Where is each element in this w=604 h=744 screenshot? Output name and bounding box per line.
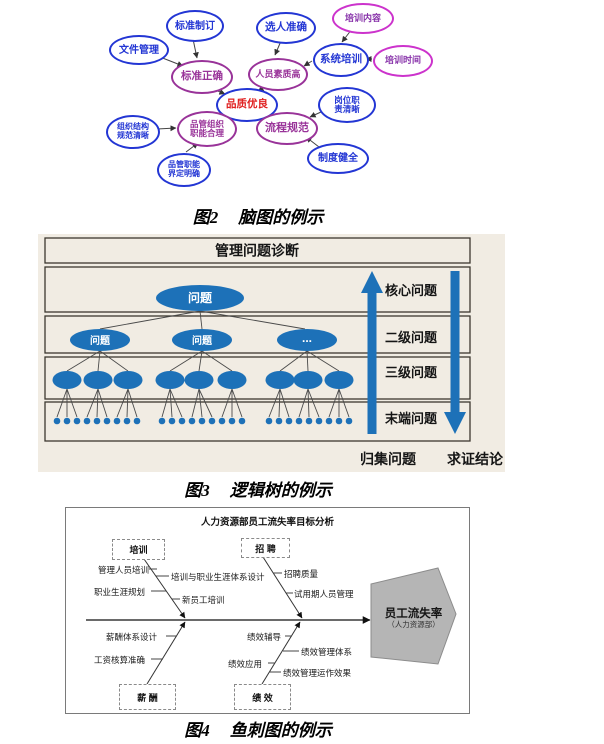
- fishbone-title: 人力资源部员工流失率目标分析: [200, 517, 334, 528]
- tree-band-level1: [44, 266, 471, 313]
- mindmap-node-file-management: 文件管理: [109, 35, 169, 65]
- figure2-caption-title: 脑图的例示: [238, 208, 324, 227]
- mindmap-node-training-time: 培训时间: [373, 45, 433, 77]
- figure4-caption-title: 鱼刺图的例示: [229, 721, 332, 740]
- mindmap-node-system-training: 系统培训: [313, 43, 369, 77]
- tree-header-title: 管理问题诊断: [215, 243, 299, 260]
- fishbone-label-probation-management: 试用期人员管理: [294, 589, 354, 599]
- tree-level2-ellipse: [70, 329, 130, 351]
- mindmap-node-training-content: 培训内容: [332, 3, 394, 34]
- result-arrow-shape: [370, 567, 457, 665]
- fishbone-figure: 人力资源部员工流失率目标分析 培训 招 聘 薪 酬 绩 效 管理人员培训 培训与…: [65, 507, 470, 714]
- tree-level2-ellipse-ellipsis: [277, 329, 337, 351]
- figure4-caption: 图4 鱼刺图的例示: [0, 716, 516, 741]
- result-arrow-main-label: 员工流失率: [384, 608, 443, 620]
- tree-level3-ellipses: [52, 371, 354, 389]
- tree-level2-ellipse: [172, 329, 232, 351]
- tree-level2-label: 问题: [90, 334, 111, 347]
- mindmap-node-standard-correct: 标准正确: [171, 60, 233, 94]
- tree-level-label-core: 核心问题: [385, 283, 438, 298]
- tree-root-ellipse: [156, 285, 244, 311]
- tree-branch-lines: [56, 310, 350, 418]
- figure3-caption-title: 逻辑树的例示: [229, 481, 332, 500]
- tree-level2-ellipsis-label: ...: [302, 331, 312, 345]
- fishbone-label-performance-coaching: 绩效辅导: [247, 632, 282, 642]
- fishbone-label-performance-operation-effect: 绩效管理运作效果: [283, 668, 352, 678]
- tree-level2-label: 问题: [192, 334, 213, 347]
- mindmap-node-standard-drafting: 标准制订: [166, 10, 224, 42]
- down-arrow: [444, 271, 466, 434]
- logic-tree-canvas: 管理问题诊断 问题 问题 问题 ... 核心问题 二级问题 三级问题 末端问题 …: [44, 237, 504, 468]
- mindmap-node-staff-quality-high: 人员素质高: [248, 58, 308, 91]
- fishbone-label-new-employee-training: 新员工培训: [182, 595, 225, 605]
- fishbone-label-performance-application: 绩效应用: [228, 659, 263, 669]
- mindmap-node-system-sound: 制度健全: [307, 143, 369, 174]
- tree-root-label: 问题: [188, 290, 213, 305]
- figure3-caption: 图3 逻辑树的例示: [0, 476, 516, 501]
- fishbone-canvas: [86, 556, 457, 685]
- category-box-recruiting: 招 聘: [241, 538, 290, 558]
- fishbone-label-career-planning: 职业生涯规划: [94, 587, 146, 597]
- fishbone-label-career-system-design: 培训与职业生涯体系设计: [171, 572, 265, 582]
- fishbone-label-performance-system: 绩效管理体系: [301, 647, 353, 657]
- mindmap-node-qc-org-function-reasonable: 品管组织 职能合理: [177, 111, 237, 147]
- figure2-caption-number: 图2: [192, 208, 219, 227]
- tree-level-label-third: 三级问题: [385, 365, 438, 380]
- mindmap-node-process-standard: 流程规范: [256, 112, 318, 145]
- figure2-caption: 图2 脑图的例示: [0, 203, 516, 228]
- category-box-salary: 薪 酬: [119, 684, 176, 710]
- tree-header-band: [44, 237, 471, 264]
- fishbone-label-payroll-accuracy: 工资核算准确: [94, 655, 146, 665]
- mindmap-figure: 文件管理 标准制订 选人准确 培训内容 系统培训 培训时间 标准正确 人员素质高…: [0, 0, 604, 200]
- tree-level-label-second: 二级问题: [385, 330, 438, 345]
- category-box-performance: 绩 效: [234, 684, 291, 710]
- figure3-caption-number: 图3: [184, 481, 210, 500]
- fishbone-label-recruit-quality: 招聘质量: [284, 569, 319, 579]
- tree-footer-collect: 归集问题: [360, 451, 417, 468]
- fishbone-label-salary-system-design: 薪酬体系设计: [106, 632, 158, 642]
- fishbone-label-manager-training: 管理人员培训: [97, 565, 149, 575]
- mindmap-node-job-duty-clear: 岗位职 责清晰: [318, 87, 376, 123]
- tree-level-label-terminal: 末端问题: [384, 411, 438, 426]
- mindmap-node-qc-function-defined: 品管职能 界定明确: [157, 153, 211, 187]
- figure4-caption-number: 图4: [184, 721, 210, 740]
- up-arrow: [361, 271, 383, 434]
- result-arrow-sub-label: （人力资源部）: [387, 620, 440, 629]
- mindmap-node-org-structure-clear: 组织结构 规范清晰: [106, 115, 160, 149]
- fishbone-tick-lines: [149, 568, 299, 673]
- category-box-training: 培训: [112, 539, 165, 560]
- tree-footer-verify: 求证结论: [447, 451, 504, 468]
- tree-terminal-dots: [53, 417, 353, 425]
- mindmap-node-right-people-selection: 选人准确: [256, 12, 316, 44]
- logic-tree-figure: 管理问题诊断 问题 问题 问题 ... 核心问题 二级问题 三级问题 末端问题 …: [38, 234, 505, 472]
